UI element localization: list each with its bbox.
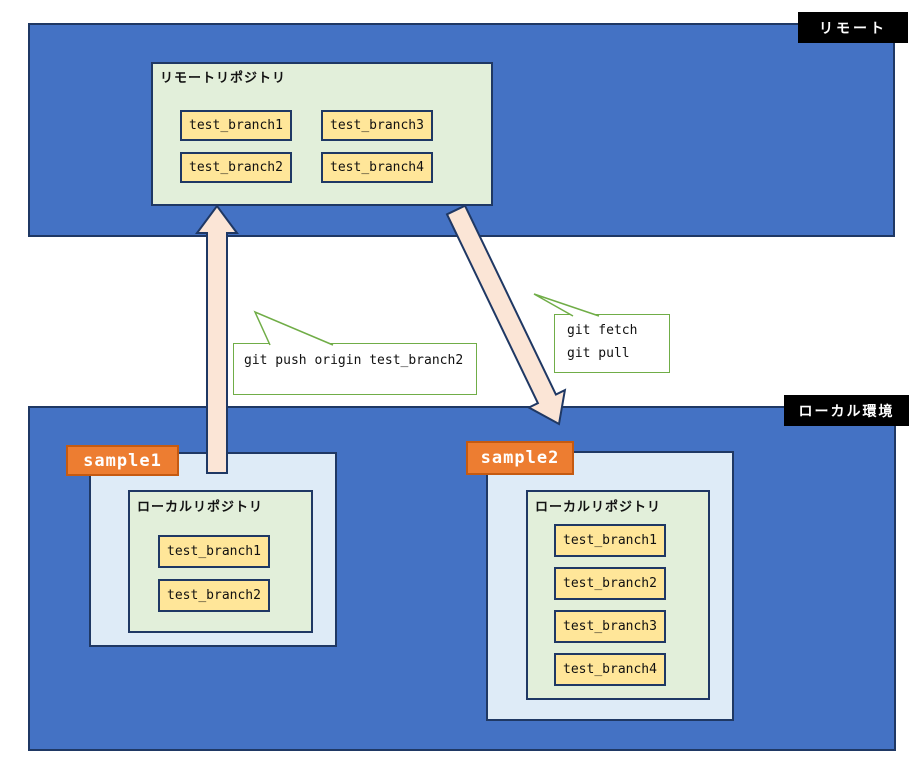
branch-box: test_branch1 [554,524,666,557]
fetch-command-line1: git fetch [567,323,638,338]
remote-section-label-text: リモート [819,19,887,36]
workspace-tag-sample2: sample2 [466,441,574,475]
branch-box: test_branch2 [180,152,292,183]
remote-section-label: リモート [798,12,908,43]
branch-box: test_branch1 [158,535,270,568]
fetch-callout-tail [533,293,600,317]
branch-box: test_branch2 [158,579,270,612]
fetch-command-callout: git fetch git pull [554,314,670,373]
local-section-label-text: ローカル環境 [798,402,895,419]
branch-box: test_branch4 [321,152,433,183]
push-command-callout: git push origin test_branch2 [233,343,477,395]
branch-box: test_branch2 [554,567,666,600]
branch-box: test_branch1 [180,110,292,141]
remote-repository-title: リモートリポジトリ [160,70,287,85]
push-callout-tail [253,310,334,346]
fetch-command-line2: git pull [567,345,630,361]
local-section-label: ローカル環境 [784,395,909,426]
branch-box: test_branch3 [554,610,666,643]
branch-box: test_branch4 [554,653,666,686]
workspace-tag-sample1: sample1 [66,445,179,476]
branch-box: test_branch3 [321,110,433,141]
local-repository-title-sample2: ローカルリポジトリ [535,499,662,514]
local-repository-title-sample1: ローカルリポジトリ [137,499,264,514]
push-command-text: git push origin test_branch2 [244,353,464,368]
